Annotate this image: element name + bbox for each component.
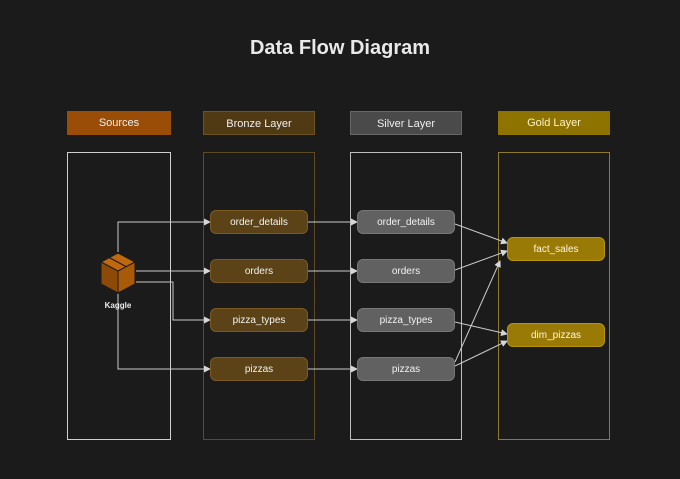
kaggle-label: Kaggle	[104, 301, 132, 310]
gold-layer-header: Gold Layer	[498, 111, 610, 135]
bronze-node-order-details: order_details	[210, 210, 308, 234]
silver-node-pizzas: pizzas	[357, 357, 455, 381]
bronze-column	[203, 152, 315, 440]
sources-column	[67, 152, 171, 440]
gold-column	[498, 152, 610, 440]
bronze-layer-header: Bronze Layer	[203, 111, 315, 135]
silver-node-orders: orders	[357, 259, 455, 283]
bronze-node-pizza-types: pizza_types	[210, 308, 308, 332]
silver-column	[350, 152, 462, 440]
silver-node-order-details: order_details	[357, 210, 455, 234]
diagram-title: Data Flow Diagram	[249, 37, 431, 59]
edge-pizzas-fact-sales	[454, 260, 501, 363]
edge-orders-fact-sales	[454, 249, 508, 271]
edge-pizzas-dim-pizzas	[454, 340, 508, 367]
edge-kaggle-pizzas	[117, 292, 211, 373]
gold-node-dim-pizzas: dim_pizzas	[507, 323, 605, 347]
edge-kaggle-pizza-types	[136, 281, 211, 324]
bronze-node-orders: orders	[210, 259, 308, 283]
edge-order-details-fact-sales	[454, 223, 508, 245]
silver-node-pizza-types: pizza_types	[357, 308, 455, 332]
silver-layer-header: Silver Layer	[350, 111, 462, 135]
edge-kaggle-order-details	[117, 218, 211, 252]
sources-header: Sources	[67, 111, 171, 135]
bronze-node-pizzas: pizzas	[210, 357, 308, 381]
gold-node-fact-sales: fact_sales	[507, 237, 605, 261]
edge-pizza-types-dim-pizzas	[454, 321, 508, 337]
box-icon	[99, 252, 137, 294]
